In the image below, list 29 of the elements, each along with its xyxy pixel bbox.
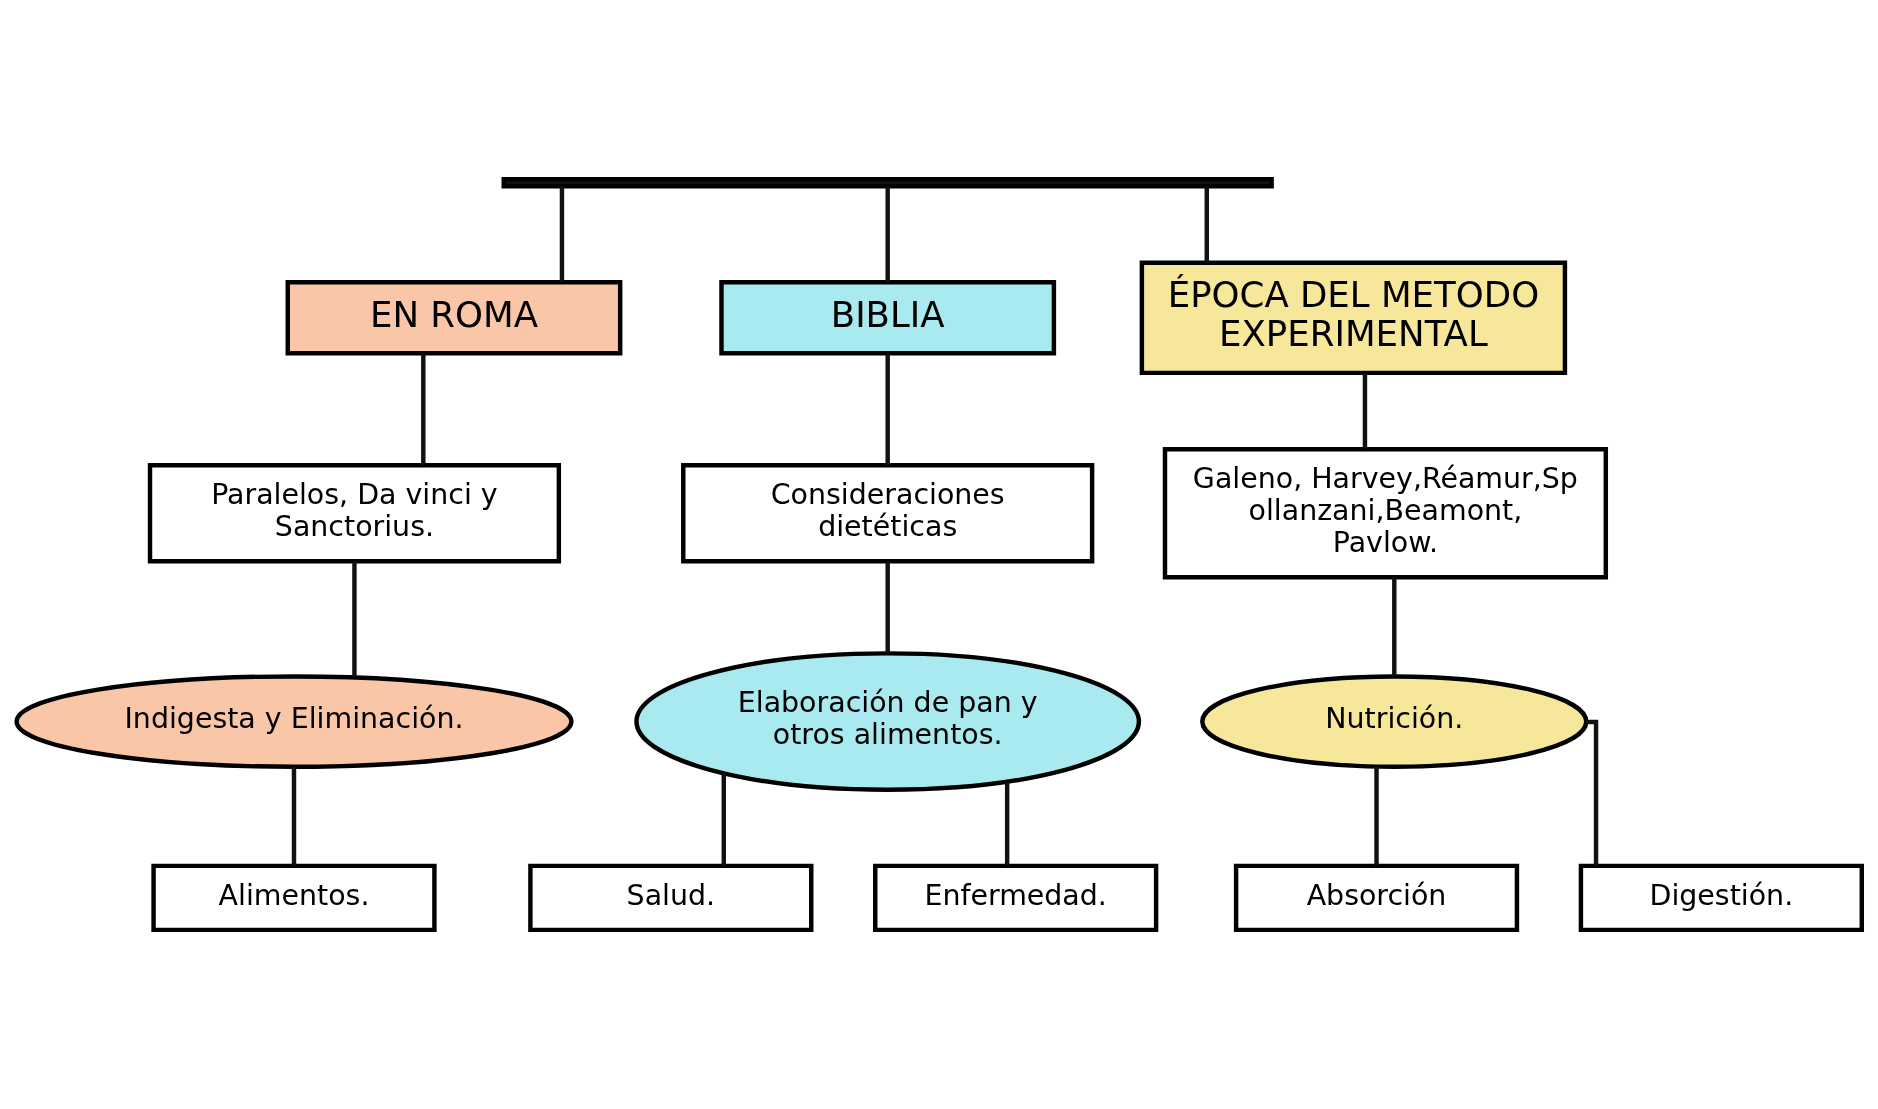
connector [1362,373,1368,449]
connector [885,561,890,653]
connector [559,186,565,283]
node-box: Digestión. [1578,863,1864,933]
node-box: Paralelos, Da vinci y Sanctorius. [147,463,562,564]
connector [1004,781,1010,866]
node-ellipse: Nutrición. [1200,674,1589,769]
connector [721,773,726,866]
connector [885,186,890,283]
node-box: Absorción [1233,863,1520,933]
node-ellipse: Indigesta y Eliminación. [14,674,574,769]
node-box: Enfermedad. [873,863,1159,933]
connector [885,353,890,466]
connector [1586,719,1599,866]
connector [352,561,357,678]
connector [421,353,426,466]
connector [1204,186,1209,263]
node-bar [501,176,1274,189]
connector [291,767,297,866]
node-box: Salud. [528,863,814,933]
node-box: EN ROMA [285,280,623,356]
node-box: Galeno, Harvey,Réamur,Spollanzani,Beamont, Pavlow. [1162,447,1609,580]
node-box: Consideraciones dietéticas [681,463,1095,564]
connector [1392,577,1397,676]
connector [1374,767,1379,866]
node-box: BIBLIA [719,280,1057,356]
node-box: Alimentos. [151,863,437,933]
node-box: ÉPOCA DEL METODO EXPERIMENTAL [1139,260,1568,376]
node-ellipse: Elaboración de pan y otros alimentos. [634,651,1142,792]
